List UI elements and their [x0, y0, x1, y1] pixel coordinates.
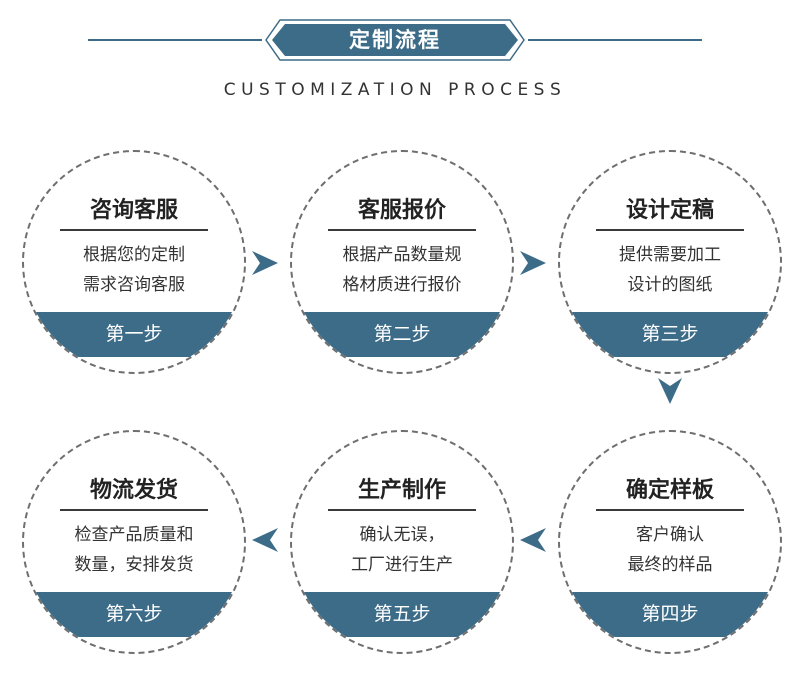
step-divider: [60, 229, 208, 231]
step-description-line: 数量，安排发货: [74, 555, 194, 575]
step-description: 确认无误， 工厂进行生产: [312, 520, 492, 580]
step-divider: [60, 509, 208, 511]
header-banner-fill: [272, 24, 518, 56]
step-divider: [328, 229, 476, 231]
arrow-left-icon: [520, 528, 546, 552]
step-description-line: 根据产品数量规: [342, 245, 462, 265]
step-description-line: 最终的样品: [627, 555, 713, 575]
arrow-down-icon: [658, 378, 682, 404]
page-subtitle: CUSTOMIZATION PROCESS: [223, 80, 567, 100]
step-description-line: 客户确认: [636, 525, 704, 545]
step-description-line: 提供需要加工: [619, 245, 721, 265]
step-description-line: 需求咨询客服: [83, 275, 185, 295]
step-description-line: 设计的图纸: [627, 275, 713, 295]
step-description-line: 确认无误，: [359, 525, 445, 545]
step-badge: 第一步: [24, 312, 244, 357]
header: 定制流程 CUSTOMIZATION PROCESS: [0, 0, 790, 110]
arrow-left-icon: [252, 528, 278, 552]
step-divider: [596, 509, 744, 511]
arrow-right-icon: [252, 251, 278, 275]
step-description: 根据产品数量规 格材质进行报价: [312, 240, 492, 300]
step-card-2: 客服报价 根据产品数量规 格材质进行报价 第二步: [290, 150, 514, 374]
step-description: 客户确认 最终的样品: [580, 520, 760, 580]
step-description-line: 检查产品质量和: [74, 525, 194, 545]
step-badge: 第五步: [292, 592, 512, 637]
step-card-1: 咨询客服 根据您的定制 需求咨询客服 第一步: [22, 150, 246, 374]
header-banner-outline: [265, 19, 525, 61]
step-description: 提供需要加工 设计的图纸: [580, 240, 760, 300]
step-badge: 第四步: [560, 592, 780, 637]
step-card-4: 确定样板 客户确认 最终的样品 第四步: [558, 430, 782, 654]
step-description-line: 格材质进行报价: [342, 275, 462, 295]
step-description: 检查产品质量和 数量，安排发货: [44, 520, 224, 580]
step-divider: [328, 509, 476, 511]
step-description-line: 根据您的定制: [83, 245, 185, 265]
step-title: 物流发货: [89, 478, 178, 503]
step-title: 设计定稿: [625, 198, 714, 223]
step-title: 客服报价: [357, 198, 446, 223]
step-badge: 第六步: [24, 592, 244, 637]
step-card-3: 设计定稿 提供需要加工 设计的图纸 第三步: [558, 150, 782, 374]
step-card-6: 物流发货 检查产品质量和 数量，安排发货 第六步: [22, 430, 246, 654]
step-description-line: 工厂进行生产: [351, 555, 453, 575]
step-title: 确定样板: [625, 478, 714, 503]
step-divider: [596, 229, 744, 231]
step-title: 生产制作: [357, 478, 446, 503]
step-description: 根据您的定制 需求咨询客服: [44, 240, 224, 300]
page-title: 定制流程: [349, 28, 441, 52]
header-banner-graphic: [88, 19, 702, 61]
step-badge: 第三步: [560, 312, 780, 357]
step-title: 咨询客服: [89, 198, 178, 223]
step-card-5: 生产制作 确认无误， 工厂进行生产 第五步: [290, 430, 514, 654]
arrow-right-icon: [520, 251, 546, 275]
step-badge: 第二步: [292, 312, 512, 357]
